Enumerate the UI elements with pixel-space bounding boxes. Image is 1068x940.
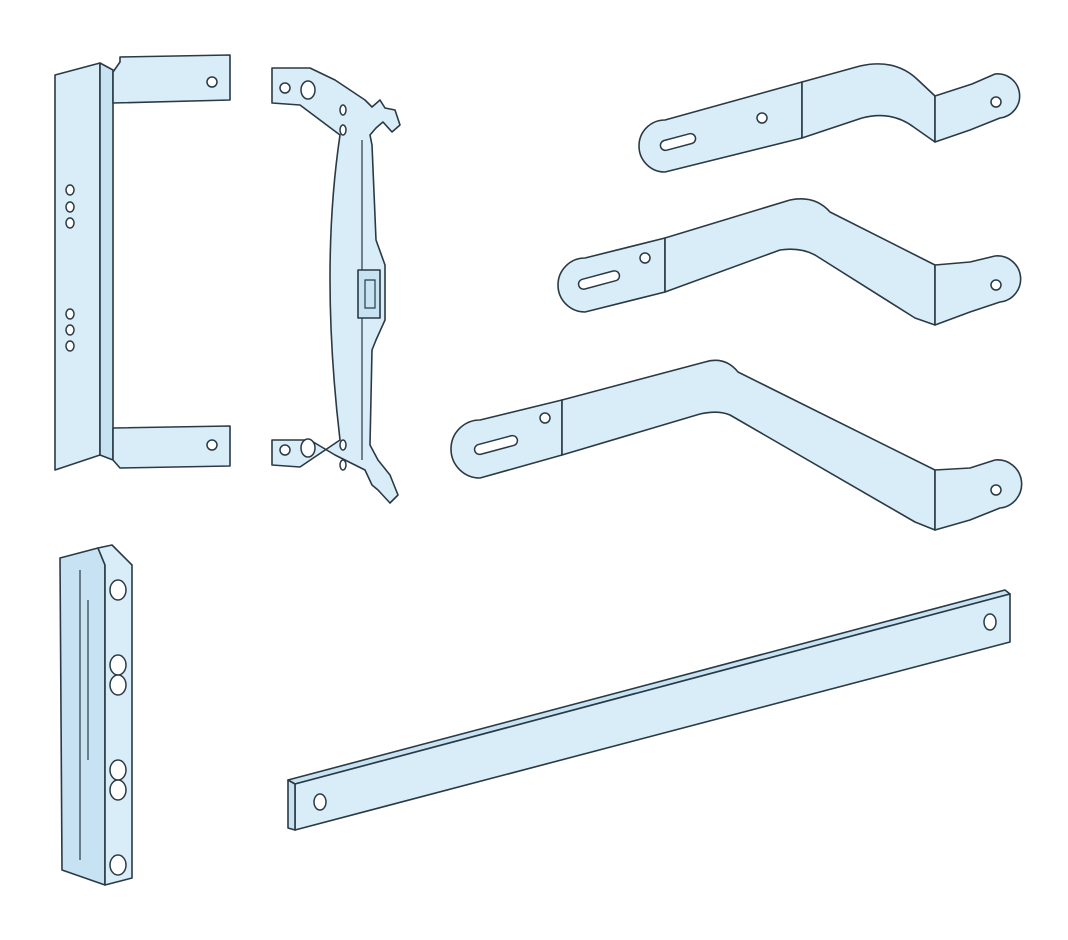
angle-bracket [54, 54, 231, 471]
flat-busbar [287, 589, 1011, 831]
clip-bracket [271, 67, 401, 504]
busbar-connector-short [638, 63, 1021, 173]
busbar-connector-long [450, 359, 1023, 531]
busbar-connector-medium [557, 198, 1022, 326]
terminal-block [59, 544, 133, 886]
